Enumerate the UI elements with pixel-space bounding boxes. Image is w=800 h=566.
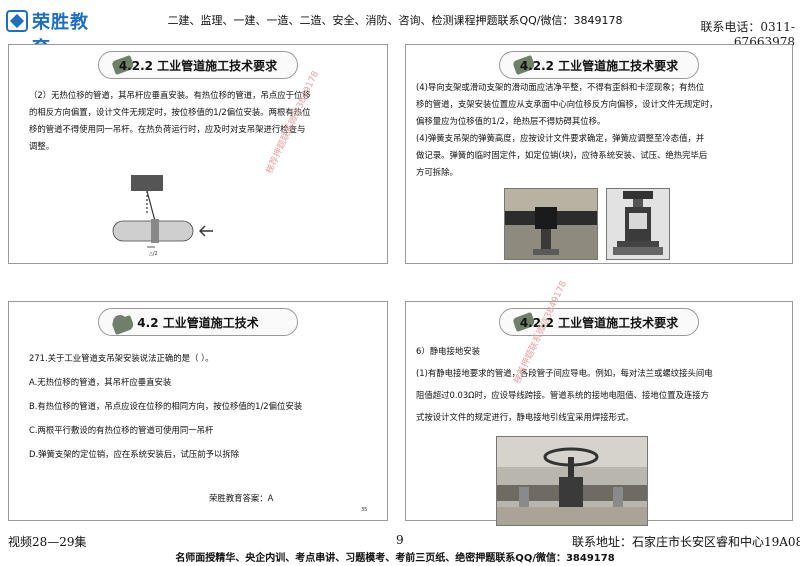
page-number: 9 — [396, 533, 404, 547]
text-line: (1)有静电接地要求的管道，各段管子间应导电。例如，每对法兰或螺纹接头间电 — [416, 368, 713, 378]
valve-grounding-photo — [496, 436, 648, 526]
pipe-hanger-diagram: △/2 — [112, 175, 213, 257]
ceiling-support — [131, 175, 163, 191]
slide-title: 4.2.2 工业管道施工技术要求 — [519, 59, 679, 73]
pipe-clamp — [151, 219, 159, 243]
text-line: （2）无热位移的管道，其吊杆应垂直安装。有热位移的管道，吊点应于位移 — [29, 90, 311, 100]
option-c: C.两根平行敷设的有热位移的管道可使用同一吊杆 — [29, 425, 214, 435]
text-line: (4)导向支架或滑动支架的滑动面应洁净平整，不得有歪斜和卡涩现象；有热位 — [416, 82, 705, 92]
text-line: 阻值超过0.03Ω时，应设导线跨接。管道系统的接地电阻值、接地位置及连接方 — [416, 390, 710, 400]
text-line: (4)弹簧支吊架的弹簧高度，应按设计文件要求确定，弹簧应调整至冷态值，并 — [416, 133, 705, 143]
svg-text:△/2: △/2 — [149, 251, 158, 257]
slide-title-bar: 4.2.2 工业管道施工技术要求 — [499, 308, 699, 336]
slide-1: 4.2.2 工业管道施工技术要求 （2）无热位移的管道，其吊杆应垂直安装。有热位… — [8, 44, 388, 264]
text-line: 6）静电接地安装 — [416, 346, 480, 356]
hanger-rod-offset — [146, 190, 156, 222]
question-body: 271.关于工业管道支吊架安装说法正确的是（ ）。 A.无热位移的管道，其吊杆应… — [29, 346, 359, 466]
slide-2: 4.2.2 工业管道施工技术要求 (4)导向支架或滑动支架的滑动面应洁净平整，不… — [405, 44, 793, 264]
slide-3: 4.2 工业管道施工技术 271.关于工业管道支吊架安装说法正确的是（ ）。 A… — [8, 301, 388, 521]
spring-hanger-photo — [606, 188, 670, 260]
answer: 荣胜教育答案：A — [209, 493, 274, 503]
footer-banner: 名师面授精华、央企内训、考点串讲、习题模考、考前三页纸、绝密押题联系QQ/微信：… — [175, 553, 615, 564]
slide-body: 6）静电接地安装 (1)有静电接地要求的管道，各段管子间应导电。例如，每对法兰或… — [416, 340, 786, 428]
badge-icon — [113, 315, 127, 329]
slide-body: (4)导向支架或滑动支架的滑动面应洁净平整，不得有歪斜和卡涩现象；有热位 移的管… — [416, 79, 786, 181]
slide-title-bar: 4.2.2 工业管道施工技术要求 — [98, 51, 298, 79]
slide-title: 4.2.2 工业管道施工技术要求 — [519, 316, 679, 330]
video-episode: 视频28—29集 — [8, 535, 87, 549]
slide-4: 4.2.2 工业管道施工技术要求 6）静电接地安装 (1)有静电接地要求的管道，… — [405, 301, 793, 526]
slide-title: 4.2.2 工业管道施工技术要求 — [118, 59, 278, 73]
guide-support-photo — [504, 188, 598, 260]
option-b: B.有热位移的管道，吊点应设在位移的相同方向，按位移值的1/2偏位安装 — [29, 401, 303, 411]
question-stem: 271.关于工业管道支吊架安装说法正确的是（ ）。 — [29, 353, 214, 363]
header-banner: 二建、监理、一建、一造、二造、安全、消防、咨询、检测课程押题联系QQ/微信：38… — [167, 14, 623, 27]
slide-title-bar: 4.2.2 工业管道施工技术要求 — [499, 51, 699, 79]
logo: 荣胜教育 — [6, 8, 106, 59]
option-d: D.弹簧支架的定位销，应在系统安装后，试压前予以拆除 — [29, 449, 240, 459]
slide-title: 4.2 工业管道施工技术 — [137, 316, 259, 330]
slide-title-bar: 4.2 工业管道施工技术 — [98, 308, 298, 336]
arrow-left-icon — [199, 225, 213, 237]
contact-address: 联系地址：石家庄市长安区睿和中心19A08 — [572, 535, 800, 549]
slide-page-number: 35 — [361, 507, 368, 513]
text-line: 的相反方向偏置，设计文件无规定时，按位移值的1/2偏位安装。两根有热位 — [29, 107, 311, 117]
logo-icon — [6, 10, 28, 32]
text-line: 调整。 — [29, 141, 55, 151]
text-line: 式按设计文件的规定进行，静电接地引线宜采用焊接形式。 — [416, 412, 634, 422]
slide-body: （2）无热位移的管道，其吊杆应垂直安装。有热位移的管道，吊点应于位移 的相反方向… — [29, 87, 329, 155]
option-a: A.无热位移的管道，其吊杆应垂直安装 — [29, 377, 172, 387]
text-line: 移的管道，支架安装位置应从支承面中心向位移反方向偏移，设计文件无规定时， — [416, 99, 718, 109]
text-line: 方可拆除。 — [416, 167, 458, 177]
text-line: 做记录。弹簧的临时固定件，如定位销(块)，应待系统安装、试压、绝热完毕后 — [416, 150, 708, 160]
text-line: 偏移量应为位移值的1/2，绝热层不得妨碍其位移。 — [416, 116, 606, 126]
text-line: 移的管道不得使用同一吊杆。在热负荷运行时，应及时对支吊架进行检查与 — [29, 124, 306, 134]
